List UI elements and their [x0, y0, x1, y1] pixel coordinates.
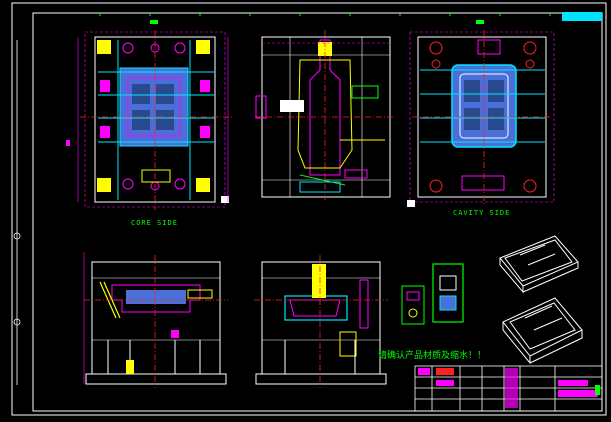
core-side-label: CORE SIDE [131, 219, 178, 227]
detail-view-small[interactable] [401, 285, 425, 325]
section-view-top[interactable] [255, 30, 395, 200]
product-isometric-view-1[interactable] [499, 235, 579, 294]
material-shrinkage-note: 请确认产品材质及缩水！！ [378, 351, 487, 361]
product-isometric-view-2[interactable] [502, 297, 583, 365]
drawing-number-tag [562, 12, 602, 21]
top-ruler-ticks [99, 13, 551, 16]
inner-sheet-border [32, 12, 603, 412]
left-margin-markers [13, 40, 21, 385]
cavity-side-view[interactable] [407, 20, 555, 207]
section-view-bottom-left[interactable] [83, 252, 228, 388]
detail-view-large[interactable] [432, 263, 464, 323]
core-side-view[interactable] [66, 20, 232, 210]
title-block-fills [418, 368, 600, 408]
outer-sheet-border [11, 2, 607, 416]
section-view-bottom-middle[interactable] [254, 255, 388, 388]
cavity-side-label: CAVITY SIDE [453, 209, 511, 217]
